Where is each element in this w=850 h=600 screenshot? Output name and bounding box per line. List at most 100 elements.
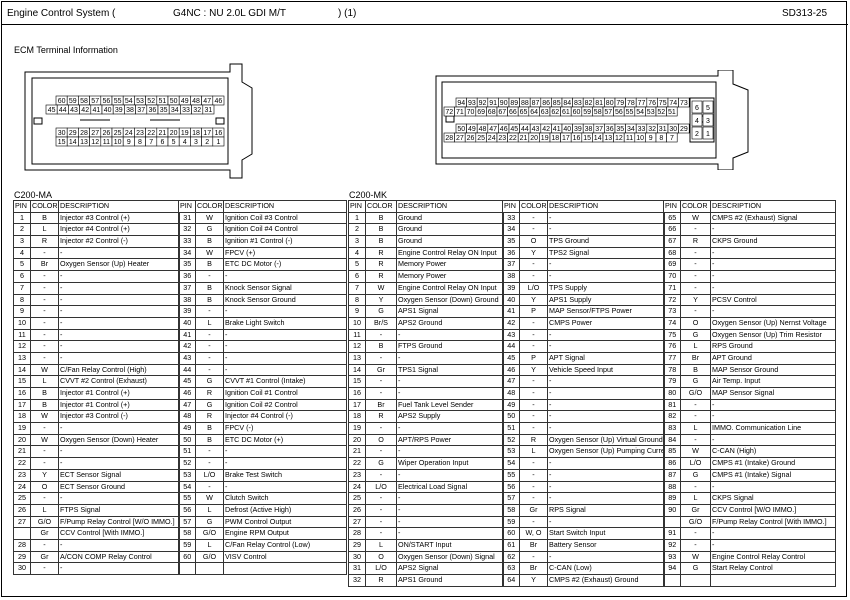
description-cell: Injector #1 Control (+) xyxy=(58,387,179,400)
description-cell: Ignition Coil #4 Control xyxy=(223,223,347,237)
pin-number-label: 60 xyxy=(573,109,581,116)
pin-cavity xyxy=(666,132,678,143)
pin-cell: 49 xyxy=(177,422,196,435)
color-cell: W xyxy=(680,211,711,225)
pin-cell: 40 xyxy=(501,293,520,307)
pin-cell: 9 xyxy=(348,305,366,318)
description-cell: Injector #1 Control (+) xyxy=(58,398,179,412)
pin-cell: 41 xyxy=(501,305,520,318)
pin-cell: 45 xyxy=(501,351,520,365)
description-cell: Injector #4 Control (-) xyxy=(223,410,347,424)
pin-cell: 19 xyxy=(348,422,366,435)
description-cell: TPS1 Signal xyxy=(396,363,503,377)
pin-cell: 47 xyxy=(501,375,520,388)
description-cell: CVVT #2 Control (Exhaust) xyxy=(58,375,179,388)
pin-cell: 12 xyxy=(348,340,366,353)
pin-cell: 55 xyxy=(177,492,196,505)
description-cell: - xyxy=(58,445,179,459)
description-cell: - xyxy=(547,340,664,353)
description-cell: Engine Control Relay ON Input xyxy=(396,246,503,260)
pin-number-label: 54 xyxy=(125,98,133,105)
color-cell: - xyxy=(519,328,548,342)
pin-cavity xyxy=(212,95,225,106)
pin-number-label: 58 xyxy=(80,98,88,105)
pin-number-label: 81 xyxy=(595,100,603,107)
color-cell: L xyxy=(195,316,224,330)
pin-cell: 34 xyxy=(501,223,520,237)
pin-cavity xyxy=(691,113,703,127)
description-cell: - xyxy=(396,422,503,435)
color-cell: G/O xyxy=(680,515,711,529)
pin-number-label: 41 xyxy=(93,107,101,114)
pin-number-label: 5 xyxy=(172,139,176,146)
description-cell: - xyxy=(223,363,347,377)
pin-number-label: 34 xyxy=(171,107,179,114)
pin-number-label: 8 xyxy=(659,135,663,142)
ma-header-cell: COLOR xyxy=(30,200,59,213)
pin-number-label: 23 xyxy=(498,135,506,142)
pin-cell: 77 xyxy=(662,351,681,365)
description-cell: APS2 Ground xyxy=(396,316,503,330)
pin-cell: 1 xyxy=(13,211,31,225)
pin-number-label: 4 xyxy=(183,139,187,146)
pin-cell: 5 xyxy=(13,258,31,272)
color-cell: Y xyxy=(680,293,711,307)
pin-cell: 58 xyxy=(177,527,196,540)
color-cell: - xyxy=(519,340,548,353)
color-cell: - xyxy=(30,340,59,353)
pin-cell xyxy=(662,515,681,529)
description-cell: - xyxy=(710,538,836,552)
description-cell: C-CAN (High) xyxy=(710,445,836,459)
description-cell: - xyxy=(710,281,836,295)
description-cell: Start Switch Input xyxy=(547,527,664,540)
pin-cell: 93 xyxy=(662,550,681,564)
pin-number-label: 33 xyxy=(182,107,190,114)
pin-cell: 59 xyxy=(177,538,196,552)
description-cell: FPCV (+) xyxy=(223,246,347,260)
description-cell: APS1 Ground xyxy=(396,574,503,587)
pin-number-label: 17 xyxy=(203,130,211,137)
pin-number-label: 11 xyxy=(103,139,110,146)
pin-cell: 32 xyxy=(348,574,366,587)
description-cell: - xyxy=(58,492,179,505)
pin-cell: 91 xyxy=(662,527,681,540)
pin-number-label: 37 xyxy=(137,107,145,114)
pin-number-label: 47 xyxy=(489,126,497,133)
pin-number-label: 54 xyxy=(636,109,644,116)
pin-cell: 70 xyxy=(662,270,681,283)
pin-number-label: 12 xyxy=(91,139,99,146)
pin-cell: 36 xyxy=(501,246,520,260)
pin-cell: 74 xyxy=(662,316,681,330)
pin-number-label: 82 xyxy=(585,100,593,107)
pin-number-label: 10 xyxy=(114,139,122,146)
pin-number-label: 80 xyxy=(606,100,614,107)
pin-cavity xyxy=(702,100,714,114)
description-cell: APS2 Signal xyxy=(396,562,503,575)
description-cell: PCSV Control xyxy=(710,293,836,307)
ma-header-cell: DESCRIPTION xyxy=(223,200,347,213)
color-cell: B xyxy=(365,340,397,353)
color-cell: L xyxy=(30,375,59,388)
pin-number-label: 90 xyxy=(500,100,508,107)
color-cell: Gr xyxy=(680,503,711,517)
pin-cell: 14 xyxy=(348,363,366,377)
description-cell: - xyxy=(547,422,664,435)
pin-cell: 90 xyxy=(662,503,681,517)
pin-number-label: 67 xyxy=(498,109,506,116)
pin-number-label: 2 xyxy=(695,131,699,138)
description-cell: Brake Light Switch xyxy=(223,316,347,330)
description-cell: ECT Sensor Signal xyxy=(58,468,179,482)
pin-number-label: 70 xyxy=(467,109,475,116)
description-cell: FPCV (-) xyxy=(223,422,347,435)
description-cell: APS2 Supply xyxy=(396,410,503,424)
color-cell: L/O xyxy=(519,281,548,295)
